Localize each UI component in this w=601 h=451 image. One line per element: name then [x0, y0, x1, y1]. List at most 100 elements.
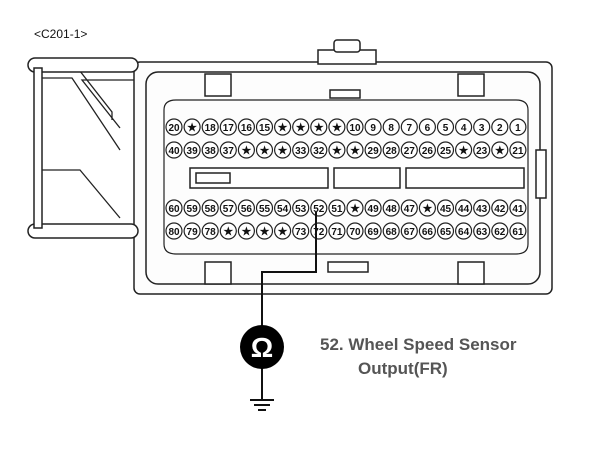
pin-circle — [436, 141, 455, 159]
pin-65: 65 — [436, 222, 455, 240]
pin-label: 72 — [313, 227, 325, 238]
pin-label: 33 — [295, 146, 307, 157]
pin-unused: ★ — [491, 141, 509, 159]
pin-circle — [400, 118, 418, 136]
pin-unused: ★ — [455, 141, 473, 159]
pin-label: 26 — [422, 146, 434, 157]
pin-circle — [255, 118, 274, 136]
pin-label: ★ — [187, 122, 197, 134]
pin-78: 78 — [201, 222, 219, 240]
pin-circle — [418, 222, 436, 240]
pin-51: 51 — [328, 199, 346, 217]
pin-label: 54 — [277, 204, 289, 215]
pin-circle — [292, 199, 310, 217]
pin-circle — [310, 222, 328, 240]
pin-unused: ★ — [418, 199, 436, 217]
pin-label: 38 — [205, 146, 217, 157]
pin-label: ★ — [332, 145, 342, 157]
pin-circle — [436, 118, 455, 136]
pin-1: 1 — [509, 118, 527, 136]
pin-21: 21 — [509, 141, 527, 159]
pin-circle — [364, 222, 382, 240]
pin-circle — [292, 118, 310, 136]
pin-label: 59 — [187, 204, 199, 215]
pin-label: 21 — [512, 146, 524, 157]
pin-label: 58 — [205, 204, 217, 215]
pin-70: 70 — [346, 222, 364, 240]
pin-label: 17 — [223, 123, 235, 134]
pin-unused: ★ — [255, 222, 274, 240]
pin-unused: ★ — [346, 199, 364, 217]
pin-55: 55 — [255, 199, 274, 217]
pin-label: 49 — [368, 204, 380, 215]
pin-49: 49 — [364, 199, 382, 217]
pin-circle — [346, 141, 364, 159]
pin-label: 67 — [404, 227, 416, 238]
pin-circle — [255, 141, 274, 159]
pin-23: 23 — [473, 141, 491, 159]
pin-47: 47 — [400, 199, 418, 217]
pin-circle — [255, 222, 274, 240]
pin-circle — [346, 222, 364, 240]
pin-label: ★ — [332, 122, 342, 134]
pin-60: 60 — [165, 199, 183, 217]
pin-6: 6 — [418, 118, 436, 136]
pin-unused: ★ — [274, 222, 292, 240]
pin-circle — [183, 118, 201, 136]
pin-label: 5 — [443, 123, 449, 134]
pin-circle — [473, 222, 491, 240]
pin-label: 41 — [512, 204, 524, 215]
pin-circle — [219, 199, 237, 217]
pin-label: 70 — [349, 227, 361, 238]
pin-59: 59 — [183, 199, 201, 217]
pin-label: ★ — [495, 145, 505, 157]
pin-circle — [509, 199, 527, 217]
pin-29: 29 — [364, 141, 382, 159]
pin-circle — [219, 118, 237, 136]
pin-72: 72 — [310, 222, 328, 240]
pin-circle — [237, 222, 255, 240]
pin-label: 60 — [168, 204, 180, 215]
pin-circle — [400, 199, 418, 217]
pin-circle — [418, 118, 436, 136]
pin-unused: ★ — [274, 118, 292, 136]
pin-label: 7 — [407, 123, 413, 134]
pin-label: ★ — [422, 203, 432, 215]
pin-label: 43 — [476, 204, 488, 215]
pin-circle — [418, 141, 436, 159]
pin-80: 80 — [165, 222, 183, 240]
pin-unused: ★ — [274, 141, 292, 159]
pin-label: ★ — [278, 226, 288, 238]
pin-61: 61 — [509, 222, 527, 240]
pin-circle — [346, 199, 364, 217]
pin-label: 4 — [461, 123, 467, 134]
pin-circle — [328, 118, 346, 136]
pin-circle — [274, 118, 292, 136]
pin-label: ★ — [260, 145, 270, 157]
pin-label: 78 — [205, 227, 217, 238]
pin-48: 48 — [382, 199, 400, 217]
pin-circle — [473, 141, 491, 159]
pin-circle — [382, 118, 400, 136]
pin-label: 73 — [295, 227, 307, 238]
pin-32: 32 — [310, 141, 328, 159]
pin-circle — [310, 141, 328, 159]
pin-18: 18 — [201, 118, 219, 136]
pin-43: 43 — [473, 199, 491, 217]
pin-circle — [201, 141, 219, 159]
pin-label: 28 — [386, 146, 398, 157]
pin-label: 61 — [512, 227, 524, 238]
pin-label: 66 — [422, 227, 434, 238]
pin-circle — [328, 199, 346, 217]
pin-circle — [274, 199, 292, 217]
pin-unused: ★ — [328, 141, 346, 159]
pin-label: 32 — [313, 146, 325, 157]
pin-label: 3 — [479, 123, 485, 134]
pin-label: 69 — [368, 227, 380, 238]
pin-label: 2 — [497, 123, 503, 134]
pin-circle — [201, 118, 219, 136]
pin-label: ★ — [223, 226, 233, 238]
pin-4: 4 — [455, 118, 473, 136]
